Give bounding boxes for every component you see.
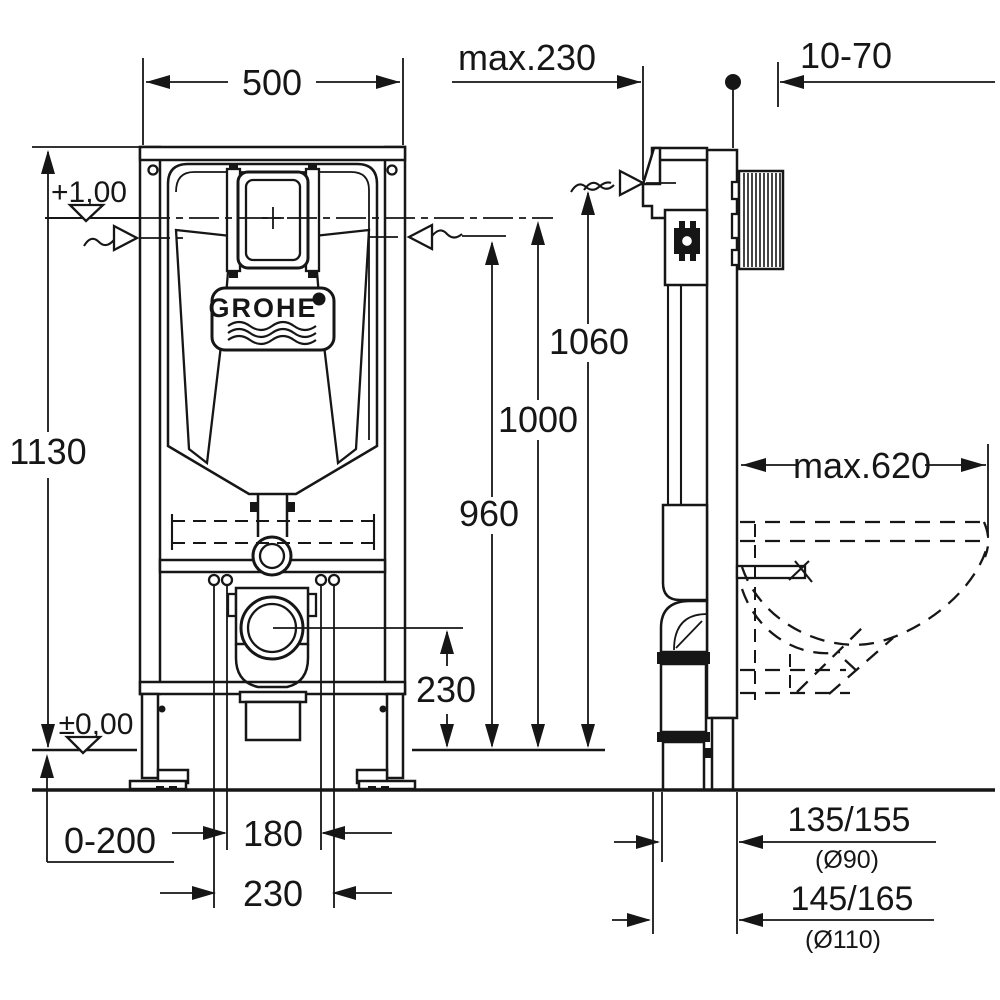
fixing-bolt bbox=[674, 221, 700, 261]
outlet-connector bbox=[244, 700, 302, 742]
arrowhead-icon bbox=[485, 724, 499, 748]
logo-dot-icon bbox=[312, 292, 326, 306]
arrowhead-icon bbox=[739, 913, 763, 927]
dim-bowl-depth: max.620 bbox=[793, 445, 931, 486]
arrowhead-icon bbox=[581, 191, 595, 215]
arrowhead-icon bbox=[485, 241, 499, 265]
mounting-studs bbox=[207, 573, 341, 587]
side-view bbox=[641, 146, 813, 792]
arrowhead-icon bbox=[739, 835, 763, 849]
dimension-outlet-90: 135/155 (Ø90) bbox=[614, 792, 936, 934]
level-triangle-icon bbox=[67, 203, 106, 223]
dimension-drain-height: 230 bbox=[273, 627, 476, 748]
arrowhead-icon bbox=[203, 826, 227, 840]
arrowhead-icon bbox=[192, 886, 216, 900]
dimension-frame-height: 1130 bbox=[9, 146, 142, 748]
dim-frame-height: 1130 bbox=[9, 431, 86, 472]
arrowhead-icon bbox=[321, 826, 345, 840]
arrowhead-icon bbox=[617, 75, 641, 89]
tank-wall-left bbox=[174, 228, 233, 466]
level-marker-upper: +1,00 bbox=[51, 176, 127, 223]
dim-outlet-90-dia: (Ø90) bbox=[815, 846, 879, 874]
dimension-wall-rod: 10-70 bbox=[777, 35, 995, 107]
dimension-floor-range: 0-200 bbox=[40, 754, 174, 863]
drain-assembly bbox=[226, 586, 318, 742]
toilet-bowl-outline bbox=[740, 520, 990, 700]
dim-drain-height: 230 bbox=[416, 669, 476, 710]
grohe-logo-text: GROHE bbox=[208, 293, 317, 323]
arrowhead-icon bbox=[146, 75, 170, 89]
dim-outlet-110-dia: (Ø110) bbox=[805, 926, 881, 954]
logo-wave-icon bbox=[227, 334, 317, 346]
front-view: GROHE bbox=[128, 145, 417, 791]
dim-height-960: 960 bbox=[459, 493, 519, 534]
arrowhead-icon bbox=[41, 724, 55, 748]
arrowhead-icon bbox=[531, 221, 545, 245]
arrowhead-icon bbox=[627, 913, 651, 927]
dim-height-1000: 1000 bbox=[498, 399, 578, 440]
corner-screw-icon bbox=[386, 164, 398, 176]
flush-plate bbox=[225, 163, 321, 278]
grohe-logo: GROHE bbox=[208, 286, 336, 352]
side-foot bbox=[703, 716, 735, 792]
dimension-height-1060: 1060 bbox=[549, 181, 629, 748]
logo-wave-icon bbox=[227, 327, 317, 339]
corner-screw-icon bbox=[147, 164, 159, 176]
water-supply-arrow-icon bbox=[406, 223, 434, 251]
arrowhead-icon bbox=[40, 754, 54, 778]
bowl-support-arm bbox=[735, 560, 813, 583]
dimensions: 500 max.230 10-70 1130 +1,00 ±0,00 bbox=[9, 35, 995, 954]
dimension-top-depth: max.230 bbox=[452, 37, 741, 180]
water-supply-arrow-icon bbox=[112, 224, 140, 252]
dimension-bowl-depth: max.620 bbox=[741, 444, 989, 538]
water-supply-arrow-icon bbox=[618, 169, 646, 197]
dimension-stud-spacing: 180 230 bbox=[160, 584, 392, 914]
dimension-frame-width: 500 bbox=[142, 58, 404, 145]
arrowhead-icon bbox=[376, 75, 400, 89]
reference-dot-icon bbox=[725, 74, 741, 90]
frame-feet bbox=[128, 692, 417, 791]
arrowhead-icon bbox=[780, 75, 804, 89]
dim-top-depth: max.230 bbox=[458, 37, 596, 78]
arrowhead-icon bbox=[636, 835, 660, 849]
arrowhead-icon bbox=[961, 458, 985, 472]
dimension-outlet-110: 145/165 (Ø110) bbox=[612, 792, 934, 954]
dimension-height-960: 960 bbox=[459, 235, 519, 748]
dim-stud-outer: 230 bbox=[243, 873, 303, 914]
arrowhead-icon bbox=[581, 724, 595, 748]
logo-wave-icon bbox=[227, 320, 317, 332]
level-upper-label: +1,00 bbox=[51, 176, 127, 209]
dim-stud-inner: 180 bbox=[243, 813, 303, 854]
drain-elbow-side bbox=[657, 599, 710, 792]
dim-frame-width: 500 bbox=[242, 62, 302, 103]
frame-rail-side bbox=[705, 148, 739, 720]
arrowhead-icon bbox=[332, 886, 356, 900]
level-floor-label: ±0,00 bbox=[59, 708, 134, 741]
level-triangle-icon bbox=[64, 735, 103, 755]
dim-wall-rod: 10-70 bbox=[800, 35, 892, 76]
bracket-dashed bbox=[172, 520, 374, 544]
arrowhead-icon bbox=[41, 150, 55, 174]
arrowhead-icon bbox=[742, 458, 766, 472]
dim-outlet-90: 135/155 bbox=[788, 801, 911, 839]
top-bracket bbox=[641, 146, 662, 186]
dim-height-1060: 1060 bbox=[549, 321, 629, 362]
dim-outlet-110: 145/165 bbox=[791, 880, 914, 918]
dimension-height-1000: 1000 bbox=[498, 221, 578, 748]
arrowhead-icon bbox=[531, 724, 545, 748]
level-marker-floor: ±0,00 bbox=[59, 708, 134, 755]
arrowhead-icon bbox=[440, 724, 454, 748]
dim-floor-range: 0-200 bbox=[64, 820, 156, 861]
arrowhead-icon bbox=[440, 630, 454, 654]
wall-anchor-hatch bbox=[730, 169, 785, 271]
flush-pipe-side bbox=[661, 503, 709, 602]
flush-valve bbox=[170, 494, 376, 577]
